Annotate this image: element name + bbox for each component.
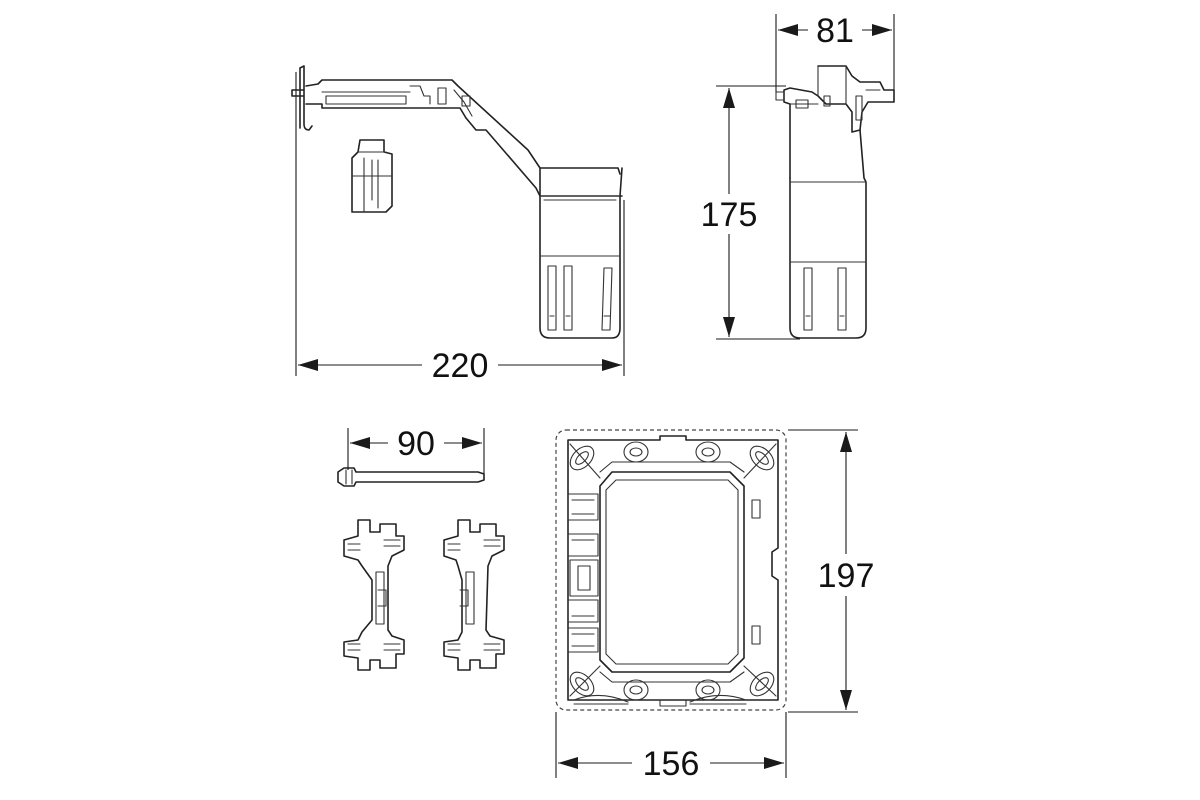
bracket-side-view xyxy=(291,65,623,339)
holder-front-view xyxy=(775,65,895,339)
dimension-156: 156 xyxy=(555,712,787,783)
clip-right xyxy=(443,519,505,671)
dimension-label-156: 156 xyxy=(643,745,700,783)
dimension-label-81: 81 xyxy=(816,12,854,50)
dimension-label-90: 90 xyxy=(397,425,435,463)
dimension-label-197: 197 xyxy=(818,557,875,595)
dimension-175: 175 xyxy=(694,85,800,340)
dimension-220: 220 xyxy=(295,72,625,385)
clip-left xyxy=(343,519,405,671)
dimension-label-175: 175 xyxy=(701,196,758,234)
dimension-90: 90 xyxy=(347,423,485,474)
dimension-197: 197 xyxy=(788,429,884,713)
dimension-81: 81 xyxy=(775,10,895,92)
mounting-frame xyxy=(555,429,787,711)
dimension-label-220: 220 xyxy=(432,347,489,385)
rod-part xyxy=(337,467,485,487)
